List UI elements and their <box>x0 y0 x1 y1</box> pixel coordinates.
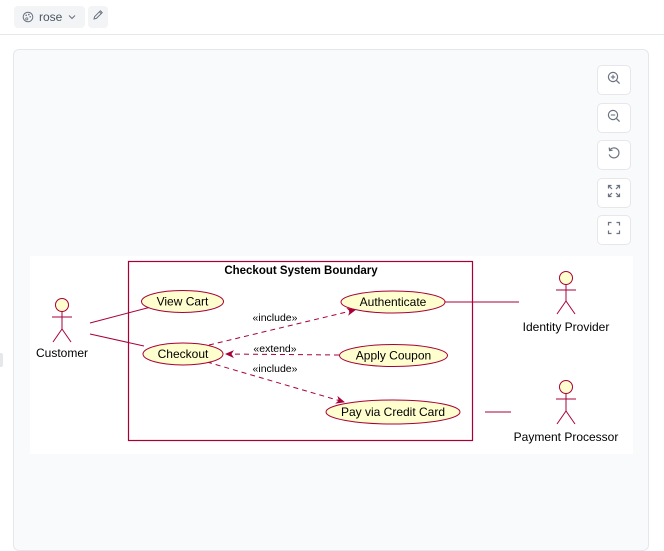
edit-button[interactable] <box>88 6 108 28</box>
extend-coupon-arrow <box>225 350 340 359</box>
theme-select[interactable]: rose <box>14 6 86 28</box>
zoom-in-icon <box>606 70 622 91</box>
usecase-apply-coupon[interactable]: Apply Coupon <box>339 344 448 367</box>
actor-payment-processor[interactable]: Payment Processor <box>514 380 619 445</box>
chevron-down-icon <box>67 12 77 22</box>
actor-identity-provider[interactable]: Identity Provider <box>523 271 610 335</box>
customer-checkout-association <box>89 333 145 347</box>
fullscreen-button[interactable] <box>597 215 631 245</box>
fit-icon <box>606 183 622 204</box>
fit-view-button[interactable] <box>597 178 631 208</box>
toolbar: rose <box>0 0 664 35</box>
actor-label: Payment Processor <box>514 430 619 444</box>
include-label: «include» <box>253 312 298 324</box>
customer-viewcart-association <box>89 306 152 324</box>
include-authenticate-arrow <box>208 307 356 346</box>
extend-label: «extend» <box>253 343 296 355</box>
usecase-checkout[interactable]: Checkout <box>142 342 224 366</box>
zoom-out-icon <box>606 108 622 129</box>
include-pay-arrow <box>206 361 345 404</box>
pencil-icon <box>92 8 104 26</box>
usecase-label: Pay via Credit Card <box>341 405 445 419</box>
usecase-view-cart[interactable]: View Cart <box>141 290 224 313</box>
reset-view-button[interactable] <box>597 140 631 170</box>
diagram-svg: Checkout System Boundary «include» «exte… <box>36 260 619 445</box>
actor-label: Customer <box>36 346 88 360</box>
usecase-label: Apply Coupon <box>356 349 431 363</box>
fullscreen-icon <box>606 220 622 241</box>
zoom-in-button[interactable] <box>597 65 631 95</box>
system-boundary: Checkout System Boundary <box>127 260 474 442</box>
side-panel-handle[interactable] <box>0 353 3 367</box>
zoom-out-button[interactable] <box>597 103 631 133</box>
boundary-title: Checkout System Boundary <box>224 265 378 277</box>
theme-label: rose <box>39 10 63 24</box>
reset-icon <box>606 145 622 166</box>
usecase-label: Authenticate <box>360 295 427 309</box>
palette-icon <box>22 11 34 23</box>
usecase-label: View Cart <box>157 295 209 309</box>
use-case-diagram: Checkout System Boundary «include» «exte… <box>30 256 633 454</box>
include-label: «include» <box>253 363 298 375</box>
actor-label: Identity Provider <box>523 320 610 334</box>
usecase-label: Checkout <box>158 347 209 361</box>
usecase-authenticate[interactable]: Authenticate <box>340 290 446 314</box>
usecase-pay-via-credit-card[interactable]: Pay via Credit Card <box>325 399 461 425</box>
actor-customer[interactable]: Customer <box>36 298 88 361</box>
